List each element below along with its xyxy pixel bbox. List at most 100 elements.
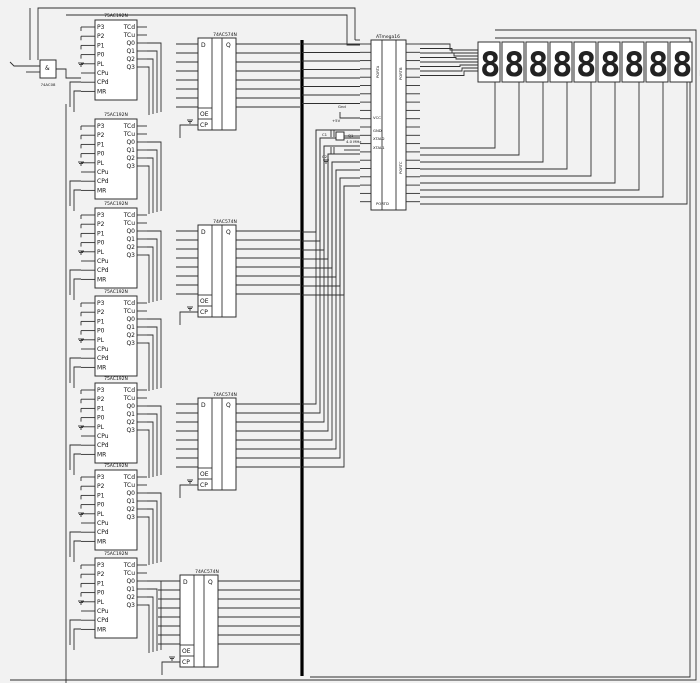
segment-wire [420, 57, 478, 60]
and-output [56, 68, 81, 79]
xtal2-pin-label: XTAL2 [373, 136, 385, 141]
counter-pin-label: P1 [97, 42, 105, 49]
counter-pin-label: P1 [97, 141, 105, 148]
counter-output-wire [147, 500, 158, 563]
counter-pin-label: TCu [123, 32, 136, 39]
ground-symbol [78, 338, 84, 343]
counter-pin-label: P0 [97, 240, 105, 247]
cascade-wire [69, 81, 81, 107]
gnd-pin-label: GND [373, 128, 382, 133]
counter-pin-label: TCd [123, 123, 136, 130]
gnd-label: Gnd [338, 104, 346, 109]
counter-output-wire [147, 405, 162, 475]
and-gate: &74AC08 [9, 59, 81, 87]
counter-pin-label: P0 [97, 502, 105, 509]
ground-symbol [169, 656, 175, 661]
counter-pin-label: MR [97, 451, 106, 458]
cascade-wire [73, 189, 81, 211]
crystal-value: 4.0 MHz [346, 139, 361, 144]
counter-pin-label: P0 [97, 328, 105, 335]
top-wire-2 [66, 14, 360, 46]
counter-body [94, 382, 138, 464]
bus-feed-wire [302, 129, 360, 233]
digit-select-wire [420, 82, 568, 170]
latch-cp-label: CP [182, 659, 190, 666]
counter-pin-label: P0 [97, 590, 105, 597]
latch-oe-label: OE [200, 111, 209, 118]
cascade-wire [73, 278, 81, 300]
digit-body [477, 41, 501, 83]
digit-body [549, 41, 573, 83]
digit-select-wire [420, 82, 520, 156]
digit-body [669, 41, 693, 83]
latch-clock-wire [179, 484, 198, 498]
top-wire [37, 7, 356, 60]
digit-body [525, 41, 549, 83]
counter-pin-label: Q1 [126, 324, 135, 331]
latch-q-label: Q [208, 579, 213, 586]
digit-body [597, 41, 621, 83]
counter-pin-label: P0 [97, 52, 105, 59]
counter-pin-label: P3 [97, 212, 105, 219]
counter-pin-label: CPu [97, 169, 109, 176]
counter-pin-label: MR [97, 187, 106, 194]
counter-pin-label: P3 [97, 300, 105, 307]
bus-feed-wire [302, 137, 360, 414]
counter-pin-label: TCd [123, 474, 136, 481]
crystal-body [335, 131, 345, 141]
counter-pin-label: P2 [97, 571, 105, 578]
latch-body [197, 397, 237, 491]
counter-output-wire [147, 429, 150, 478]
segment-wire [420, 48, 478, 54]
latch-part-label: 74AC574N [195, 569, 219, 575]
ground-symbol [187, 119, 193, 124]
cap-c2-label: C2 [322, 154, 328, 159]
mcu-body [370, 39, 407, 211]
seven-segment-display: 8.8.8.8.8.8.8.8.8. [477, 41, 700, 85]
bus-feed-wire [302, 145, 360, 423]
cascade-wire [69, 444, 81, 470]
port-b-label: PORTB [398, 67, 403, 80]
counter-pin-label: MR [97, 88, 106, 95]
counter-pin-label: CPu [97, 346, 109, 353]
counter-pin-label: P3 [97, 123, 105, 130]
counter-output-wire [147, 42, 162, 112]
counter-output-wire [147, 588, 158, 651]
bus-feed-wire [302, 161, 360, 441]
counter-pin-label: CPd [97, 178, 109, 185]
digit-glyph: 8. [672, 45, 700, 85]
segment-wire [420, 64, 478, 67]
cascade-wire [69, 269, 81, 295]
counter-pin-label: Q1 [126, 236, 135, 243]
counter-output-wire [147, 141, 162, 211]
digit-body [573, 41, 597, 83]
cascade-wire [69, 619, 81, 645]
vcc-label: +5V [332, 118, 341, 123]
counter-pin-label: PL [97, 61, 105, 68]
counter-pin-label: CPd [97, 355, 109, 362]
latch-oe-label: OE [200, 298, 209, 305]
ground-symbol [78, 600, 84, 605]
mcu-part-label: ATmega16 [376, 34, 400, 40]
counter-pin-label: TCu [123, 308, 136, 315]
counter-pin-label: Q2 [126, 155, 135, 162]
counter-pin-label: Q3 [126, 252, 135, 259]
counter-output-wire [147, 604, 150, 653]
counter-pin-label: P3 [97, 24, 105, 31]
ground-symbol [78, 512, 84, 517]
display-digit-5: 8. [573, 41, 617, 85]
counter-pin-label: TCu [123, 395, 136, 402]
counter-pin-label: Q1 [126, 48, 135, 55]
counter-pin-label: TCu [123, 570, 136, 577]
latch-oe-label: OE [182, 648, 191, 655]
ground-symbol [187, 306, 193, 311]
counter-pin-label: CPd [97, 79, 109, 86]
counter-output-wire [147, 246, 154, 302]
counter-pin-label: PL [97, 337, 105, 344]
counter-pin-label: Q2 [126, 332, 135, 339]
latch-d-label: D [201, 229, 206, 236]
counter-pin-label: P0 [97, 151, 105, 158]
counter-pin-label: PL [97, 424, 105, 431]
